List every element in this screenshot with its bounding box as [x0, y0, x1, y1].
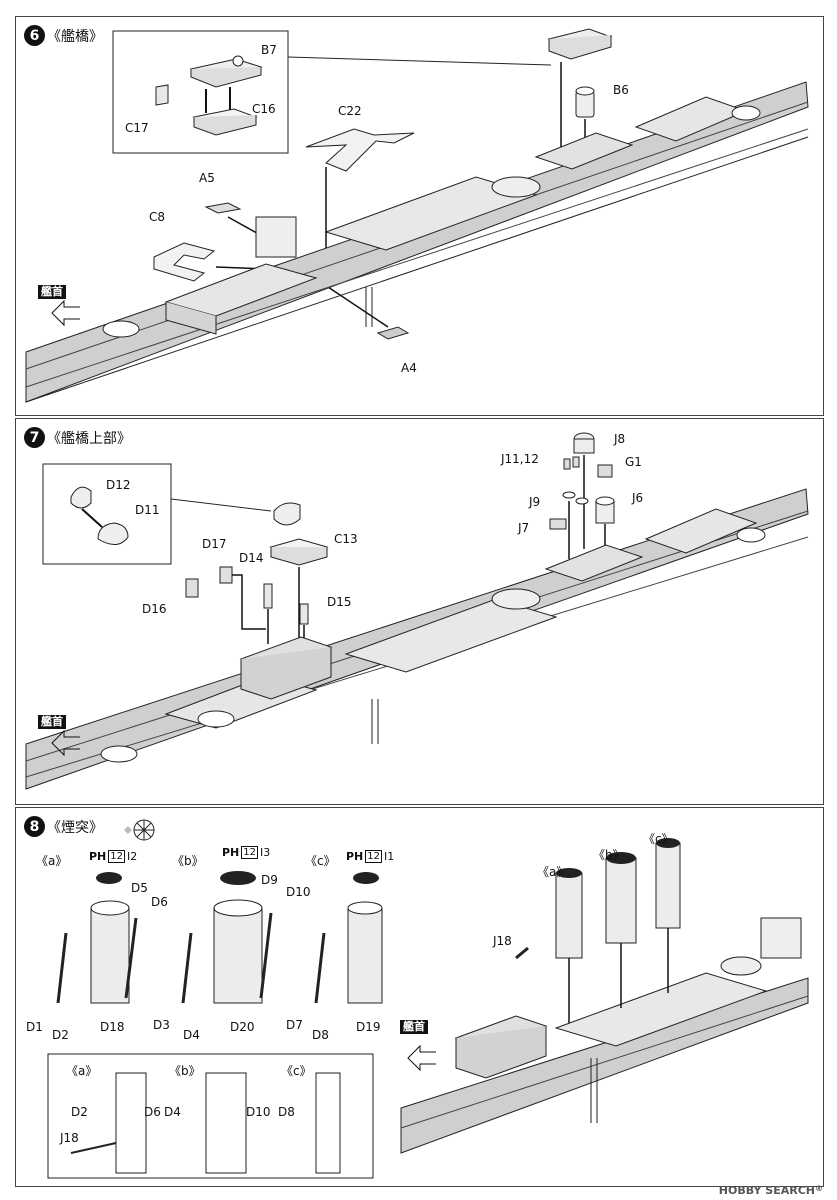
part-label-d12: D12 — [106, 478, 131, 492]
hull-variant-c: 《c》 — [643, 832, 674, 846]
part-label-d16: D16 — [142, 602, 167, 616]
part-label-c17: C17 — [125, 121, 149, 135]
hull-variant-a: 《a》 — [537, 865, 569, 879]
detail-label-j18: J18 — [60, 1131, 79, 1145]
detail-variant-c: 《c》 — [281, 1064, 312, 1078]
step-6-panel: 6 《艦橋》 — [15, 16, 824, 416]
variant-b-label: 《b》 — [172, 854, 204, 868]
part-label-d18: D18 — [100, 1020, 125, 1034]
variant-c-label: 《c》 — [305, 854, 336, 868]
part-label-g1: G1 — [625, 455, 642, 469]
part-label-j8: J8 — [614, 432, 626, 446]
part-label-d11: D11 — [135, 503, 160, 517]
step-title: 《艦橋》 — [47, 28, 103, 45]
variant-a-label: 《a》 — [36, 854, 68, 868]
detail-label-d2: D2 — [71, 1105, 88, 1119]
part-label-d14: D14 — [239, 551, 264, 565]
step-8-illustration — [47, 819, 809, 1179]
step-7-panel: 7 《艦橋上部》 — [15, 418, 824, 805]
step-8-header: 8 《煙突》 — [24, 816, 103, 837]
step-7-header: 7 《艦橋上部》 — [24, 427, 131, 448]
hobby-search-watermark: HOBBY SEARCH® — [719, 1184, 823, 1197]
part-label-d17: D17 — [202, 537, 227, 551]
pe-part: I1 — [384, 850, 395, 863]
pe-part: I2 — [127, 850, 138, 863]
part-label-d5: D5 — [131, 881, 148, 895]
photo-etch-ref-a: PH 12 I2 — [89, 850, 137, 863]
step-6-header: 6 《艦橋》 — [24, 25, 103, 46]
part-label-b7: B7 — [261, 43, 277, 57]
pe-code: PH — [346, 850, 364, 863]
watermark-text: HOBBY SEARCH — [718, 1184, 815, 1197]
part-label-d2: D2 — [52, 1028, 69, 1042]
detail-variant-b: 《b》 — [169, 1064, 201, 1078]
part-label-d6: D6 — [151, 895, 168, 909]
step-number: 7 — [24, 427, 45, 448]
bow-direction-tag: 艦首 — [38, 285, 66, 300]
detail-label-d6: D6 — [144, 1105, 161, 1119]
part-label-d9: D9 — [261, 873, 278, 887]
part-label-d4: D4 — [183, 1028, 200, 1042]
bow-direction-tag: 艦首 — [400, 1020, 428, 1035]
detail-label-d4: D4 — [164, 1105, 181, 1119]
pe-code: PH — [89, 850, 107, 863]
detail-variant-a: 《a》 — [66, 1064, 98, 1078]
step-6-illustration — [25, 28, 809, 403]
part-label-d3: D3 — [153, 1018, 170, 1032]
part-label-j9: J9 — [529, 495, 541, 509]
part-label-d10: D10 — [286, 885, 311, 899]
part-label-a4: A4 — [401, 361, 417, 375]
part-label-d8: D8 — [312, 1028, 329, 1042]
part-label-a5: A5 — [199, 171, 215, 185]
step-title: 《艦橋上部》 — [47, 430, 131, 447]
step-8-panel: 8 《煙突》 — [15, 807, 824, 1187]
pe-sheet: 12 — [365, 850, 383, 863]
bow-direction-tag: 艦首 — [38, 715, 66, 730]
part-label-d19: D19 — [356, 1020, 381, 1034]
photo-etch-ref-b: PH 12 I3 — [222, 846, 270, 859]
hull-variant-b: 《b》 — [593, 848, 625, 862]
step-title: 《煙突》 — [47, 819, 103, 836]
detail-label-d8: D8 — [278, 1105, 295, 1119]
part-label-d1: D1 — [26, 1020, 43, 1034]
pe-sheet: 12 — [108, 850, 126, 863]
hull-label-j18: J18 — [493, 934, 512, 948]
part-label-j11-12: J11,12 — [501, 452, 539, 466]
part-label-c13: C13 — [334, 532, 358, 546]
watermark-reg: ® — [815, 1184, 823, 1193]
part-label-c16: C16 — [252, 102, 276, 116]
part-label-c22: C22 — [338, 104, 362, 118]
part-label-j7: J7 — [518, 521, 530, 535]
step-7-illustration — [25, 432, 809, 790]
step-number: 6 — [24, 25, 45, 46]
part-label-c8: C8 — [149, 210, 166, 224]
pe-code: PH — [222, 846, 240, 859]
pe-sheet: 12 — [241, 846, 259, 859]
part-label-d15: D15 — [327, 595, 352, 609]
photo-etch-ref-c: PH 12 I1 — [346, 850, 394, 863]
part-label-d20: D20 — [230, 1020, 255, 1034]
part-label-d7: D7 — [286, 1018, 303, 1032]
detail-label-d10: D10 — [246, 1105, 271, 1119]
part-label-b6: B6 — [613, 83, 629, 97]
pe-part: I3 — [260, 846, 271, 859]
part-label-j6: J6 — [632, 491, 644, 505]
step-number: 8 — [24, 816, 45, 837]
